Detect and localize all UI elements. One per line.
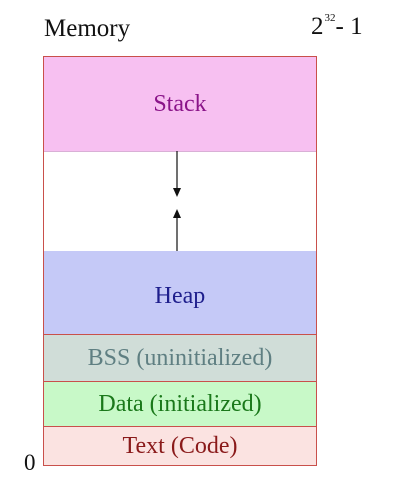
heap-growth-arrow-up-icon <box>173 209 181 251</box>
top-address-suffix: - 1 <box>335 13 363 40</box>
bss-label: BSS (uninitialized) <box>87 345 273 371</box>
bottom-address-label: 0 <box>24 450 36 475</box>
top-address-exponent: 32 <box>324 11 336 24</box>
data-segment: Data (initialized) <box>44 382 316 427</box>
growth-arrows <box>173 151 181 251</box>
stack-growth-arrow-down-icon <box>173 151 181 197</box>
top-address-base: 2 <box>311 13 324 40</box>
text-segment: Text (Code) <box>44 427 316 465</box>
heap-segment: Heap <box>44 251 316 335</box>
stack-label: Stack <box>153 91 207 117</box>
heap-label: Heap <box>154 282 206 309</box>
diagram-title: Memory <box>44 15 131 42</box>
bss-segment: BSS (uninitialized) <box>44 335 316 382</box>
text-label: Text (Code) <box>122 433 238 459</box>
top-address-label: 232- 1 <box>311 11 363 40</box>
free-space-segment <box>44 152 316 251</box>
memory-layout-box: Stack Heap BSS (uninitialized) Data (ini… <box>43 56 317 466</box>
stack-segment: Stack <box>44 57 316 152</box>
data-label: Data (initialized) <box>98 391 262 417</box>
